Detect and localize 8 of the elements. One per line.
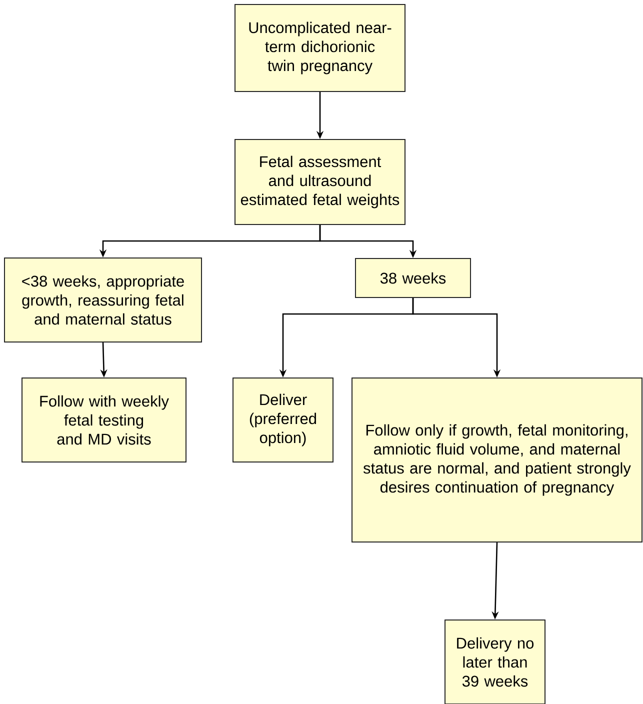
process-box: <38 weeks, appropriate growth, reassuring fetal and maternal status <box>4 258 202 342</box>
process-box: Fetal assessment and ultrasound estimated fetal weights <box>234 139 406 225</box>
process-box: Delivery no later than 39 weeks <box>444 620 546 704</box>
process-box: Deliver (preferred option) <box>232 378 334 462</box>
process-box: Uncomplicated near-term dichorionic twin pregnancy <box>234 4 406 92</box>
process-box: Follow only if growth, fetal monitoring, amniotic fluid volume, and maternal status are normal, and patient strongly desires continuation of pregnancy <box>352 378 642 542</box>
process-box: 38 weeks <box>355 258 471 298</box>
process-box: Follow with weekly fetal testing and MD visits <box>22 378 186 462</box>
